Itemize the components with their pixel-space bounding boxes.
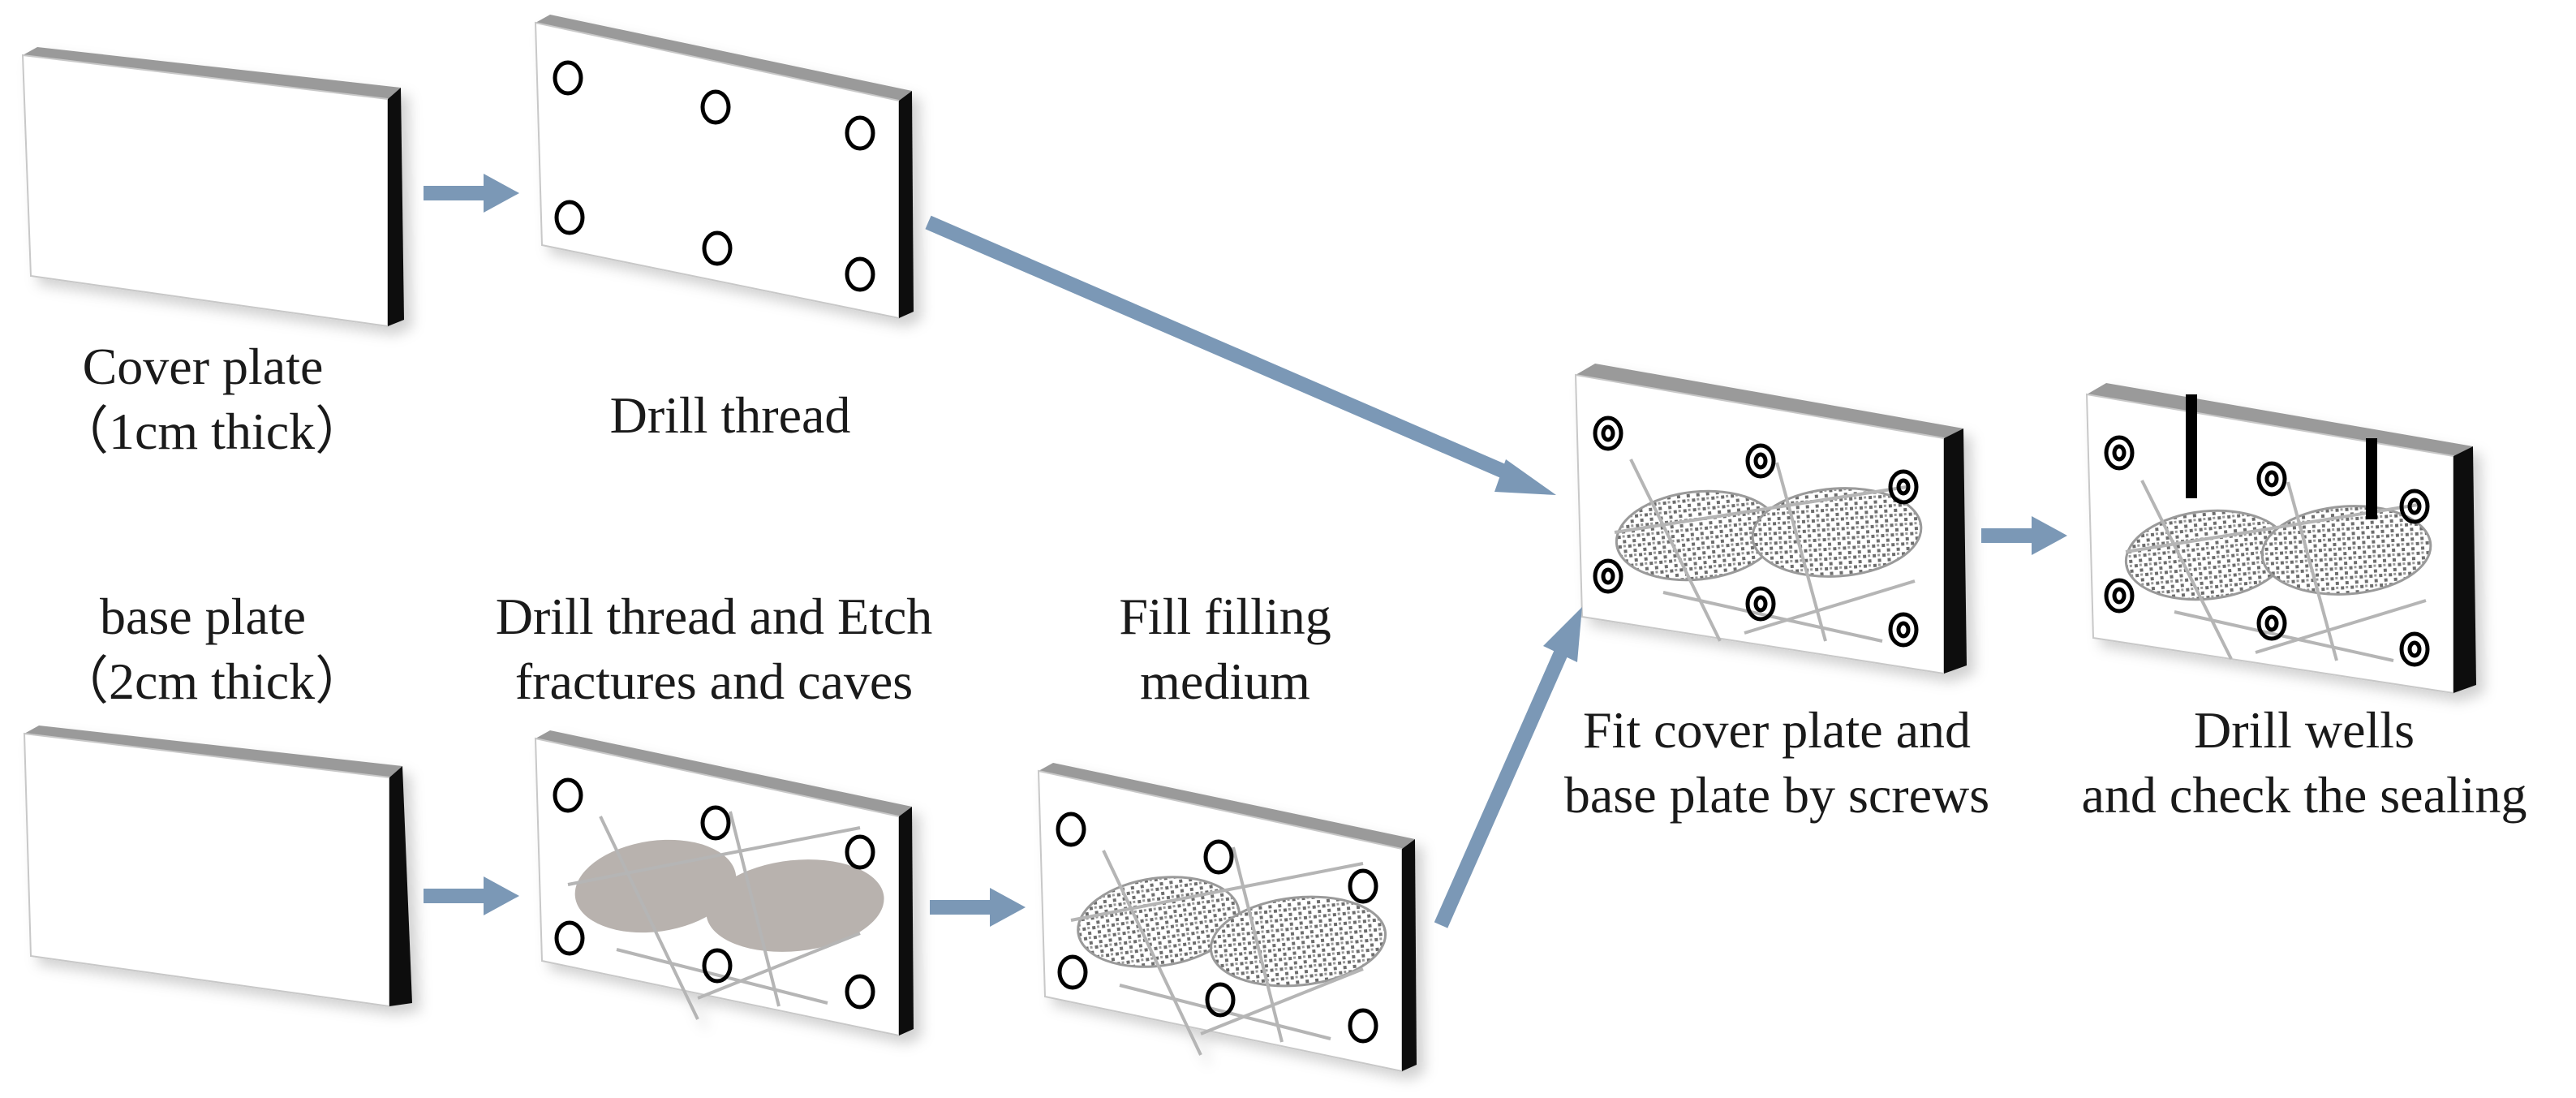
plate-top-edge — [1039, 763, 1415, 849]
caption-line: Fit cover plate and — [1582, 701, 1972, 759]
screw-icon — [2104, 578, 2135, 614]
thread-hole — [700, 805, 731, 841]
screw-set — [1593, 416, 1919, 648]
thread-hole — [845, 115, 875, 151]
filled-cave — [1209, 895, 1387, 988]
arrow-cover-to-drill — [424, 174, 519, 213]
thread-hole — [554, 920, 585, 956]
thread-hole — [845, 974, 875, 1010]
plate-top-edge — [535, 730, 912, 816]
arrow-assembly-to-wells — [1981, 516, 2067, 555]
caption-wells: Drill wells and check the sealing — [2045, 698, 2564, 828]
production-well — [2366, 438, 2377, 519]
screw-icon — [2104, 435, 2135, 471]
thread-hole — [1203, 839, 1234, 875]
assembled-model — [1574, 364, 1967, 675]
caption-line: Drill thread and Etch — [495, 588, 933, 645]
arrow-fill-to-assembly — [1434, 607, 1582, 928]
plate-side-edge — [388, 88, 404, 326]
screw-icon — [1888, 612, 1919, 648]
base-plate-blank — [23, 726, 412, 1008]
caption-line: medium — [1140, 652, 1310, 710]
caption-line: Cover plate — [82, 338, 324, 395]
screw-icon — [2256, 461, 2287, 497]
thread-hole — [1057, 954, 1088, 990]
caption-line: （2cm thick） — [57, 652, 368, 710]
arrow-base-to-etch — [424, 876, 519, 915]
plate-side-edge — [2453, 446, 2476, 693]
filled-cave — [1751, 487, 1923, 578]
plate-top-edge — [2087, 383, 2473, 456]
thread-hole — [702, 948, 733, 984]
thread-hole — [1348, 1008, 1378, 1044]
caption-line: Drill thread — [609, 386, 851, 444]
thread-hole — [1205, 982, 1236, 1018]
etched-cave — [706, 859, 884, 952]
plate-top-edge — [535, 15, 912, 101]
final-model-with-wells — [2085, 383, 2476, 695]
caption-fill: Fill filling medium — [1055, 584, 1396, 714]
assembled-fractures — [1614, 459, 1916, 643]
filled-cave — [2260, 505, 2432, 596]
thread-hole — [845, 834, 875, 870]
caption-line: fractures and caves — [514, 652, 914, 710]
thread-hole — [1056, 812, 1086, 847]
screw-icon — [1888, 469, 1919, 505]
thread-hole — [702, 230, 733, 266]
plate-side-edge — [1402, 839, 1417, 1071]
plate-face — [21, 54, 389, 328]
caption-cover-plate: Cover plate （1cm thick） — [57, 334, 368, 464]
etched-fractures — [567, 811, 861, 1020]
thread-hole — [1348, 868, 1378, 904]
plate-top-edge — [23, 47, 401, 99]
plate-side-edge — [389, 766, 412, 1006]
caption-line: base plate — [99, 588, 307, 645]
caption-fit: Fit cover plate and base plate by screws — [1525, 698, 2028, 828]
base-plate-etched — [534, 730, 914, 1037]
thread-hole — [553, 777, 583, 813]
cover-plate-drilled — [534, 15, 914, 320]
caption-line: （1cm thick） — [57, 403, 368, 460]
screw-icon — [1745, 443, 1776, 479]
caption-etch: Drill thread and Etch fractures and cave… — [454, 584, 974, 714]
screw-icon — [1593, 416, 1623, 451]
plate-top-edge — [24, 726, 402, 777]
screw-icon — [1593, 558, 1623, 594]
screw-icon — [2256, 605, 2287, 641]
caption-line: Drill wells — [2194, 701, 2415, 759]
plate-side-edge — [899, 91, 914, 318]
screw-set — [2104, 435, 2430, 667]
injection-well — [2186, 394, 2197, 498]
plate-top-edge — [1576, 364, 1963, 438]
thread-hole — [554, 200, 585, 235]
base-plate-filled — [1037, 763, 1417, 1073]
screw-icon — [2399, 631, 2430, 667]
screw-icon — [2399, 489, 2430, 524]
etched-cave — [574, 839, 737, 933]
caption-line: Fill filling — [1119, 588, 1331, 645]
arrow-cover-to-assembly — [925, 215, 1556, 495]
caption-line: base plate by screws — [1563, 766, 1990, 824]
caption-drill-thread: Drill thread — [552, 383, 909, 448]
screw-icon — [1745, 586, 1776, 622]
caption-base-plate: base plate （2cm thick） — [57, 584, 368, 714]
plate-side-edge — [1944, 428, 1967, 674]
cover-plate-blank — [21, 47, 404, 328]
caption-line: and check the sealing — [2081, 766, 2527, 824]
arrow-etch-to-fill — [930, 888, 1026, 927]
plate-side-edge — [899, 807, 914, 1036]
filled-cave — [1077, 876, 1241, 968]
plate-face — [23, 732, 390, 1008]
thread-hole — [700, 89, 731, 125]
plate-face — [534, 21, 900, 320]
thread-hole — [845, 256, 875, 292]
thread-hole — [553, 60, 583, 96]
